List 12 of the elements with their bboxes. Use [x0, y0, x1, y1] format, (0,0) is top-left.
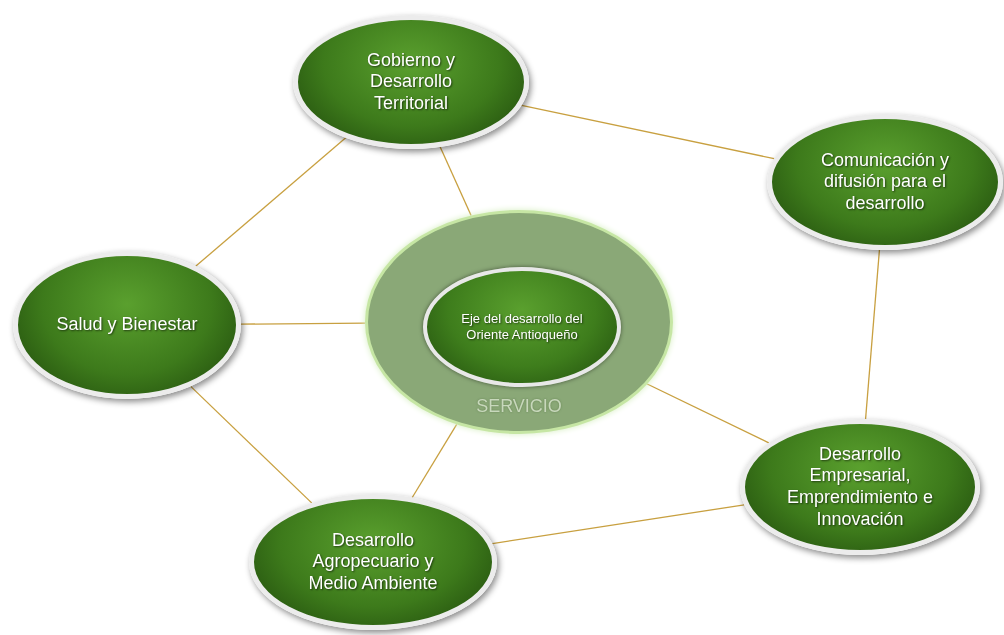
node-label: Salud y Bienestar	[55, 314, 199, 336]
node-label: Desarrollo Empresarial, Emprendimiento e Innovación	[785, 443, 935, 531]
connector-line	[240, 322, 366, 325]
ring-label: SERVICIO	[476, 396, 562, 417]
node-label: Desarrollo Agropecuario y Medio Ambiente	[307, 529, 439, 595]
connector-line	[195, 137, 347, 267]
node-label: Eje del desarrollo del Oriente Antioqueño	[460, 311, 584, 343]
connector-line	[646, 383, 770, 444]
connector-line	[864, 249, 881, 420]
node-label: Gobierno y Desarrollo Territorial	[365, 49, 457, 115]
connector-line	[190, 385, 313, 504]
node-label: Comunicación y difusión para el desarrollo	[819, 149, 951, 215]
